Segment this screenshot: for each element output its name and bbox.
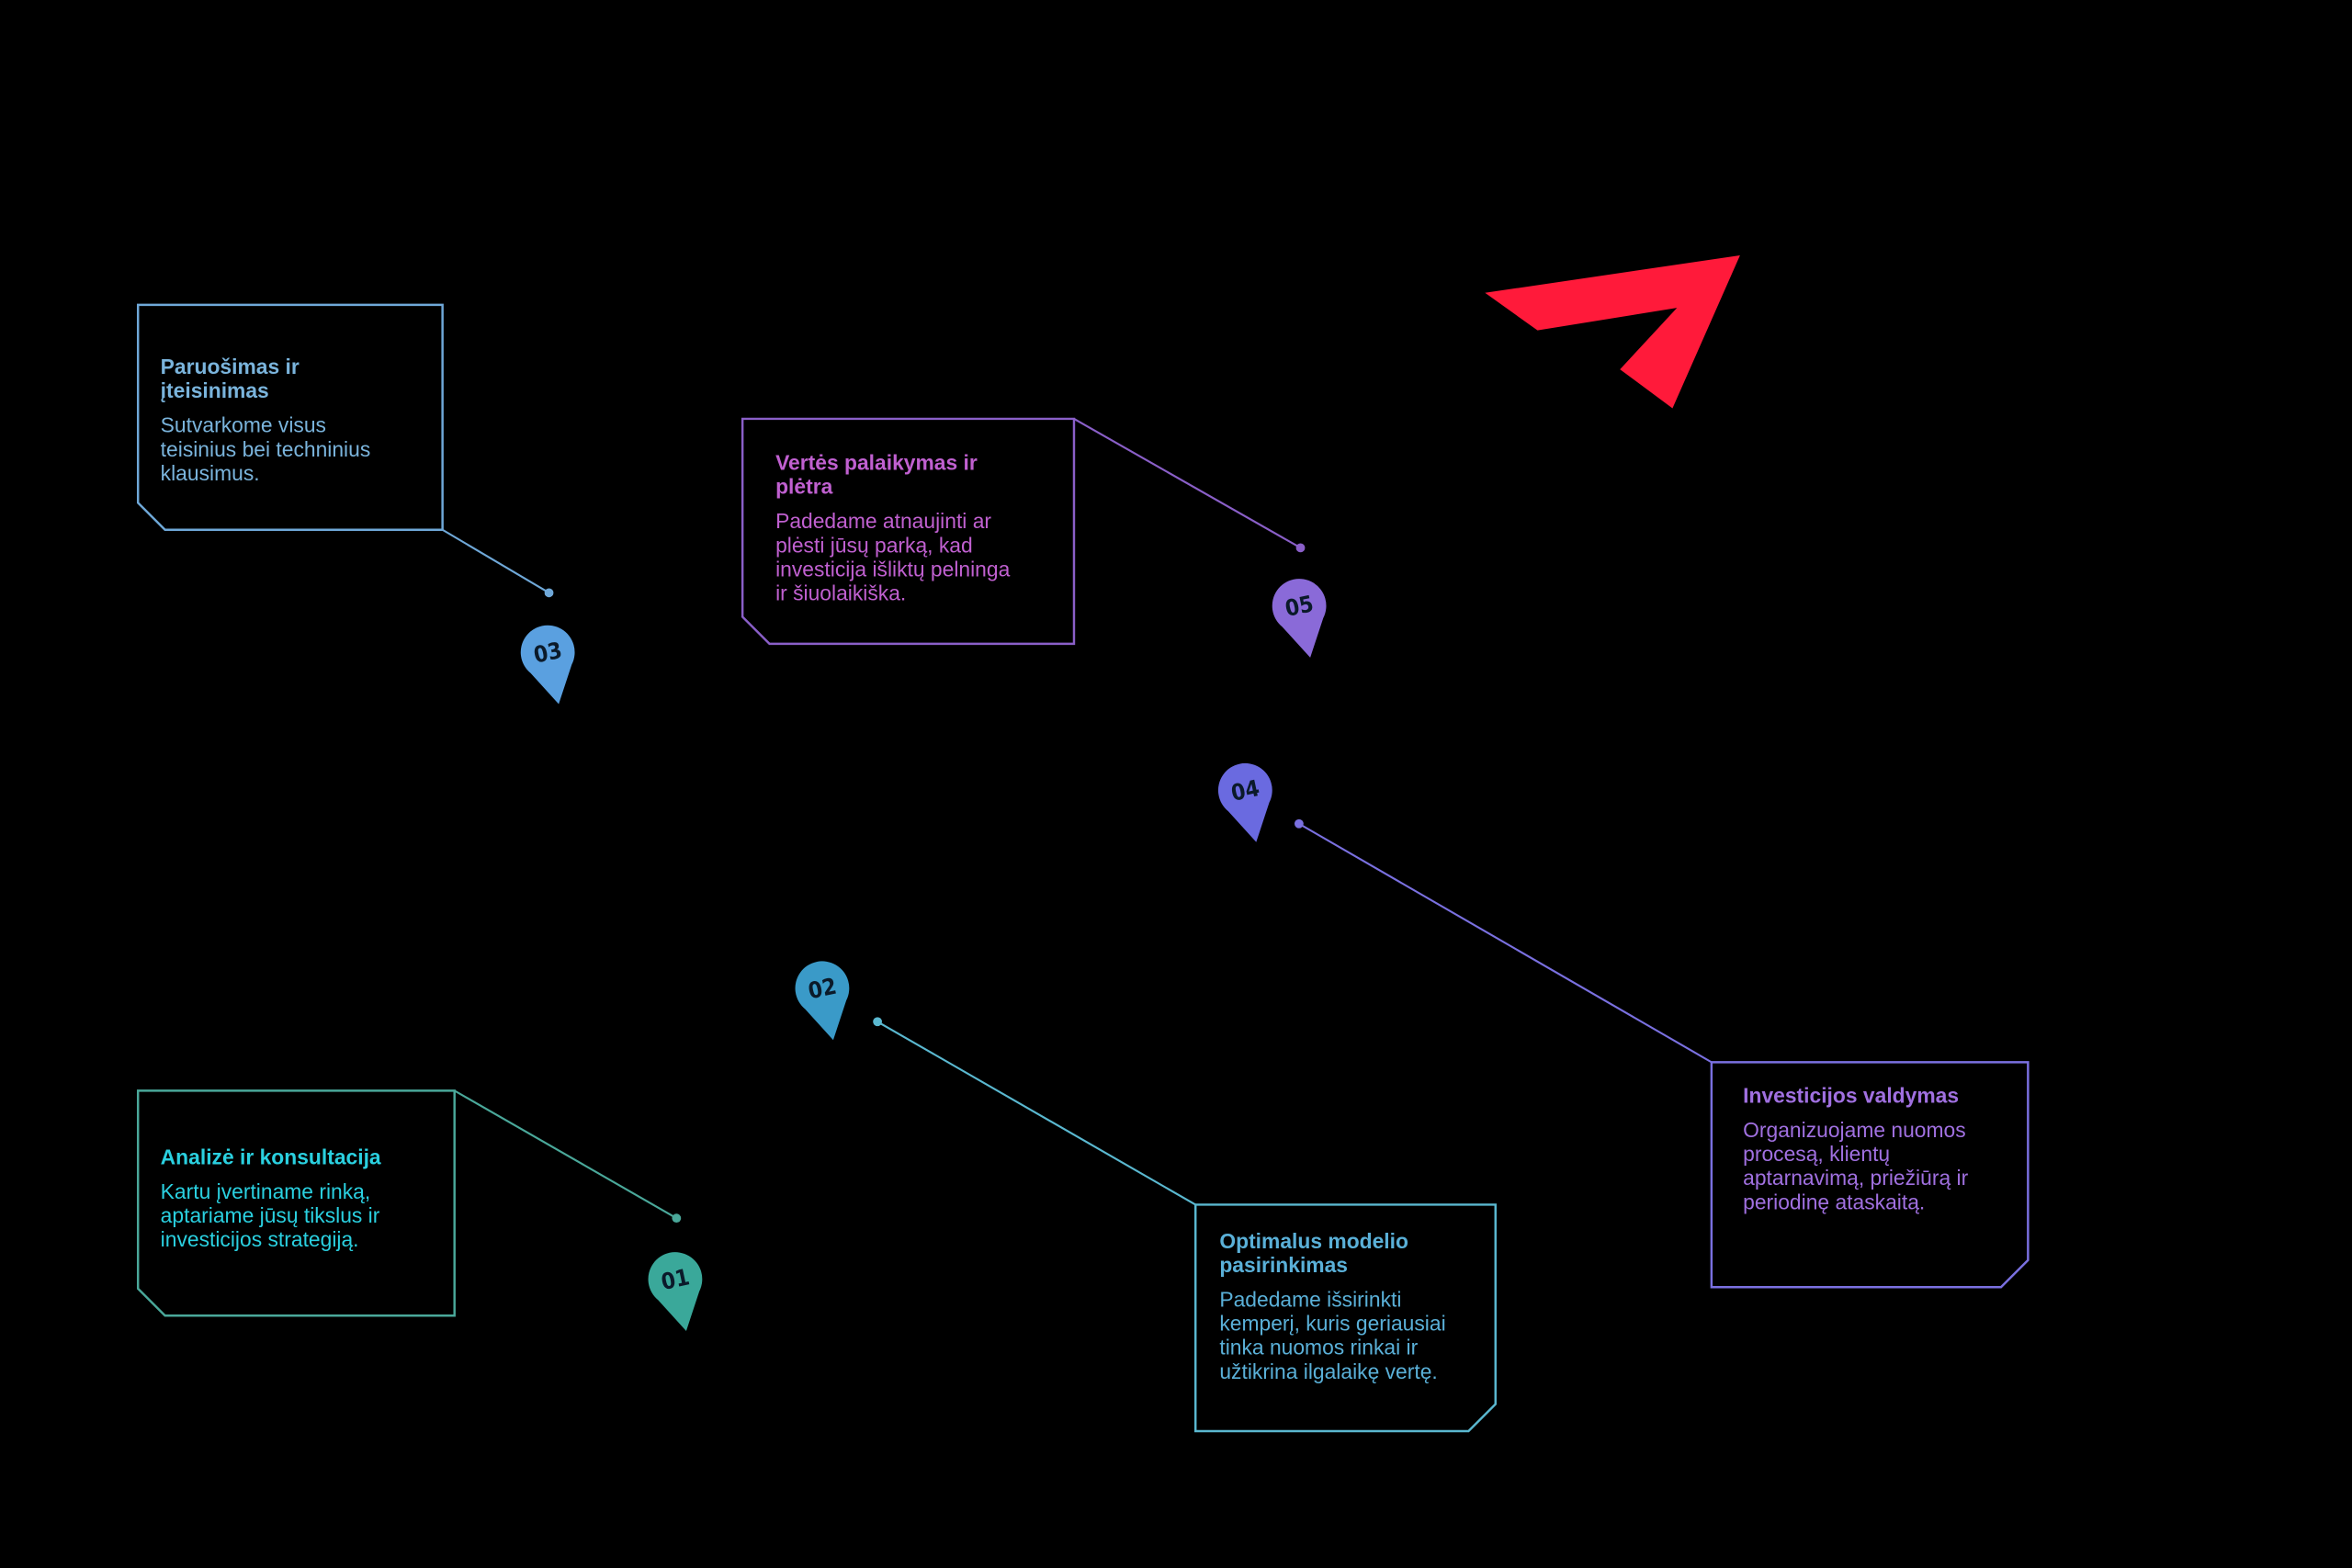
step-title: Analizė ir konsultacija [161, 1145, 381, 1168]
step-body: teisinius bei techninius [161, 437, 371, 461]
step-body: investicijos strategiją. [161, 1227, 359, 1251]
step-body: Padedame atnaujinti ar [775, 509, 991, 533]
road-side-extrusion [405, 412, 1920, 1507]
road-glow-edge [405, 308, 1920, 1403]
step-body: periodinę ataskaitą. [1743, 1190, 1925, 1213]
step-title: Vertės palaikymas ir [775, 450, 978, 474]
step-body: plėsti jūsų parką, kad [775, 533, 973, 557]
step-body: Padedame išsirinkti [1219, 1287, 1401, 1311]
road [405, 255, 1920, 1507]
map-pin-icon [520, 625, 575, 705]
step-card-01: Analizė ir konsultacija Kartu įvertiname… [136, 1089, 456, 1317]
map-pin-icon [1217, 762, 1272, 842]
step-body: Kartu įvertiname rinką, [161, 1179, 371, 1203]
road-surface [405, 308, 1920, 1403]
step-title: plėtra [775, 475, 833, 499]
step-body: kemperį, kuris geriausiai [1219, 1312, 1445, 1336]
road-center-dashes [403, 306, 1922, 1404]
pin-number: 05 [1283, 590, 1316, 622]
step-body: investicija išliktų pelninga [775, 557, 1011, 581]
step-body: Organizuojame nuomos [1743, 1118, 1966, 1142]
map-pin-icon [795, 961, 850, 1041]
connectors [442, 418, 1713, 1224]
step-body: aptariame jūsų tikslus ir [161, 1203, 380, 1227]
step-title: pasirinkimas [1219, 1253, 1348, 1277]
step-body: aptarnavimą, priežiūrą ir [1743, 1166, 1968, 1190]
step-title: įteisinimas [161, 378, 269, 402]
svg-text:Kartu įvertiname rinką,aptaria: Kartu įvertiname rinką,aptariame jūsų ti… [161, 1179, 380, 1251]
pin-number: 03 [531, 637, 564, 669]
arrow-head [1485, 254, 1740, 409]
step-body: ir šiuolaikiška. [775, 581, 906, 604]
step-title: Optimalus modelio [1219, 1229, 1408, 1253]
pin-number: 02 [806, 973, 839, 1005]
pin-number: 01 [659, 1263, 692, 1295]
step-body: Sutvarkome visus [161, 413, 326, 437]
step-body: procesą, klientų [1743, 1142, 1890, 1166]
step-title: Investicijos valdymas [1743, 1083, 1959, 1107]
step-body: užtikrina ilgalaikę vertę. [1219, 1359, 1437, 1383]
step-body: klausimus. [161, 461, 260, 485]
svg-text:Investicijos valdymas: Investicijos valdymas [1743, 1083, 1959, 1107]
map-pin-icon [1272, 579, 1327, 658]
step-title: Paruošimas ir [161, 355, 300, 378]
map-pin-icon [648, 1252, 703, 1331]
svg-text:Analizė ir konsultacija: Analizė ir konsultacija [161, 1145, 381, 1168]
pin-05: 05 [1272, 579, 1327, 658]
pin-04: 04 [1217, 762, 1272, 842]
step-body: tinka nuomos rinkai ir [1219, 1336, 1418, 1359]
pin-03: 03 [520, 625, 575, 705]
pin-number: 04 [1228, 774, 1261, 807]
pin-02: 02 [795, 961, 850, 1041]
pin-01: 01 [648, 1252, 703, 1331]
step-card-04: Investicijos valdymas Organizuojame nuom… [1710, 1061, 2030, 1289]
